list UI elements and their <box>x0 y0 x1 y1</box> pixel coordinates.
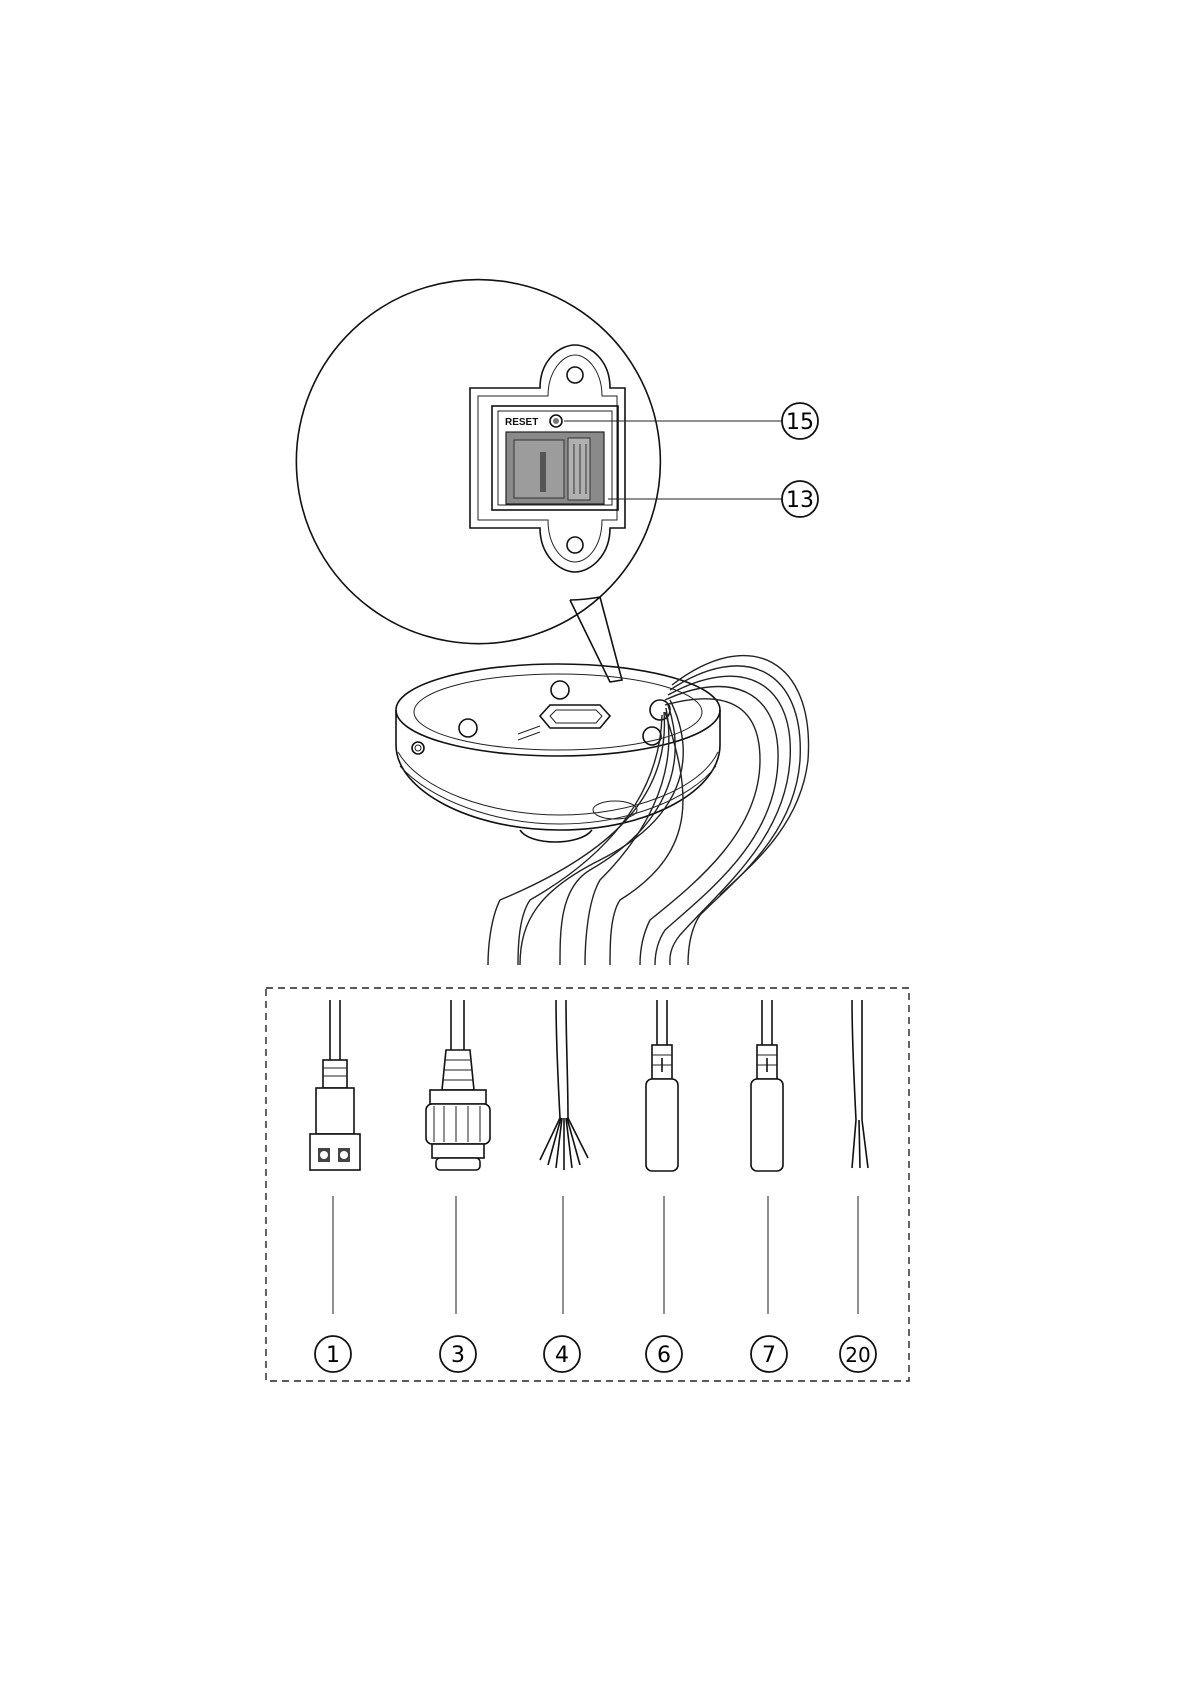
connector-leader-lines <box>333 1196 858 1314</box>
audio-in-connector-icon <box>646 1000 678 1171</box>
reset-label: RESET <box>505 417 538 428</box>
power-terminal-connector-icon <box>310 1000 360 1170</box>
callout-20-label: 20 <box>845 1343 870 1367</box>
callout-1: 1 <box>315 1336 351 1372</box>
network-rj45-connector-icon <box>426 1000 490 1170</box>
callout-3-label: 3 <box>451 1343 465 1368</box>
callout-1-label: 1 <box>326 1343 340 1368</box>
callout-4-label: 4 <box>555 1343 569 1368</box>
callout-13: 13 <box>782 481 818 517</box>
two-wire-cable-icon <box>852 1000 868 1168</box>
reset-button[interactable]: RESET <box>505 415 562 428</box>
callout-6: 6 <box>646 1336 682 1372</box>
callout-7-label: 7 <box>762 1343 776 1368</box>
callout-6-label: 6 <box>657 1343 671 1368</box>
callout-13-label: 13 <box>786 488 814 513</box>
sd-card-slot[interactable] <box>506 432 604 504</box>
callout-20: 20 <box>840 1336 876 1372</box>
callout-15: 15 <box>782 403 818 439</box>
callout-15-label: 15 <box>786 410 814 435</box>
cable-bundle <box>488 656 809 965</box>
connector-box <box>266 988 909 1381</box>
audio-out-connector-icon <box>751 1000 783 1171</box>
callout-3: 3 <box>440 1336 476 1372</box>
callout-4: 4 <box>544 1336 580 1372</box>
camera-dome <box>396 664 720 842</box>
bare-wire-bundle-icon <box>540 1000 588 1170</box>
callout-7: 7 <box>751 1336 787 1372</box>
